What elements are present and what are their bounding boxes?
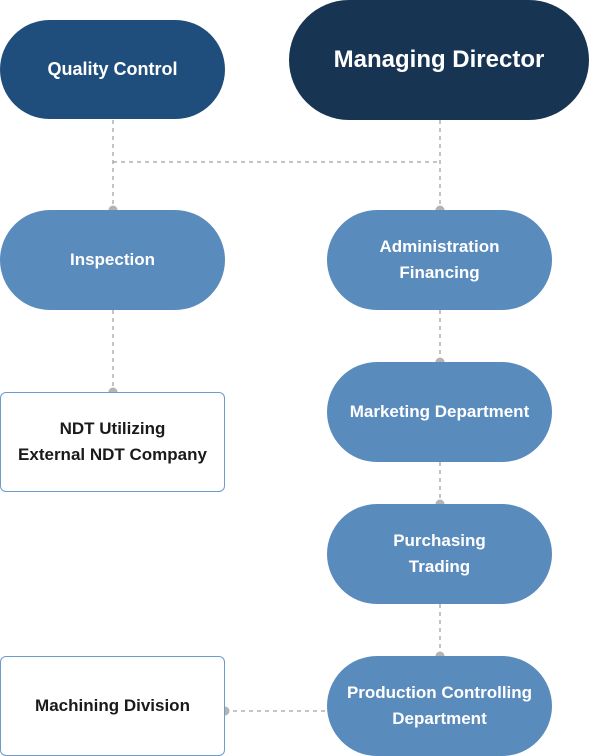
node-label: Production Controlling (346, 683, 533, 702)
node-purchasing: Purchasing Trading (327, 504, 552, 604)
node-production: Production Controlling Department (327, 656, 552, 756)
node-managing-director: Managing Director (289, 0, 589, 120)
node-label: Administration (379, 237, 500, 256)
node-label: Financing (399, 263, 480, 282)
node-inspection: Inspection (0, 210, 225, 310)
node-marketing: Marketing Department (327, 362, 552, 462)
node-label: Managing Director (333, 46, 545, 73)
node-label: Machining Division (35, 696, 190, 715)
node-label: Department (392, 709, 487, 728)
node-ndt: NDT Utilizing External NDT Company (0, 392, 225, 492)
node-label: Marketing Department (349, 402, 530, 421)
node-label: NDT Utilizing (59, 419, 166, 438)
node-label: Purchasing (393, 531, 486, 550)
node-label: External NDT Company (18, 445, 207, 464)
node-label: Quality Control (47, 59, 178, 79)
node-machining: Machining Division (0, 656, 225, 756)
node-label: Trading (408, 557, 471, 576)
node-label: Inspection (69, 250, 155, 269)
node-quality-control: Quality Control (0, 20, 225, 119)
node-administration: Administration Financing (327, 210, 552, 310)
